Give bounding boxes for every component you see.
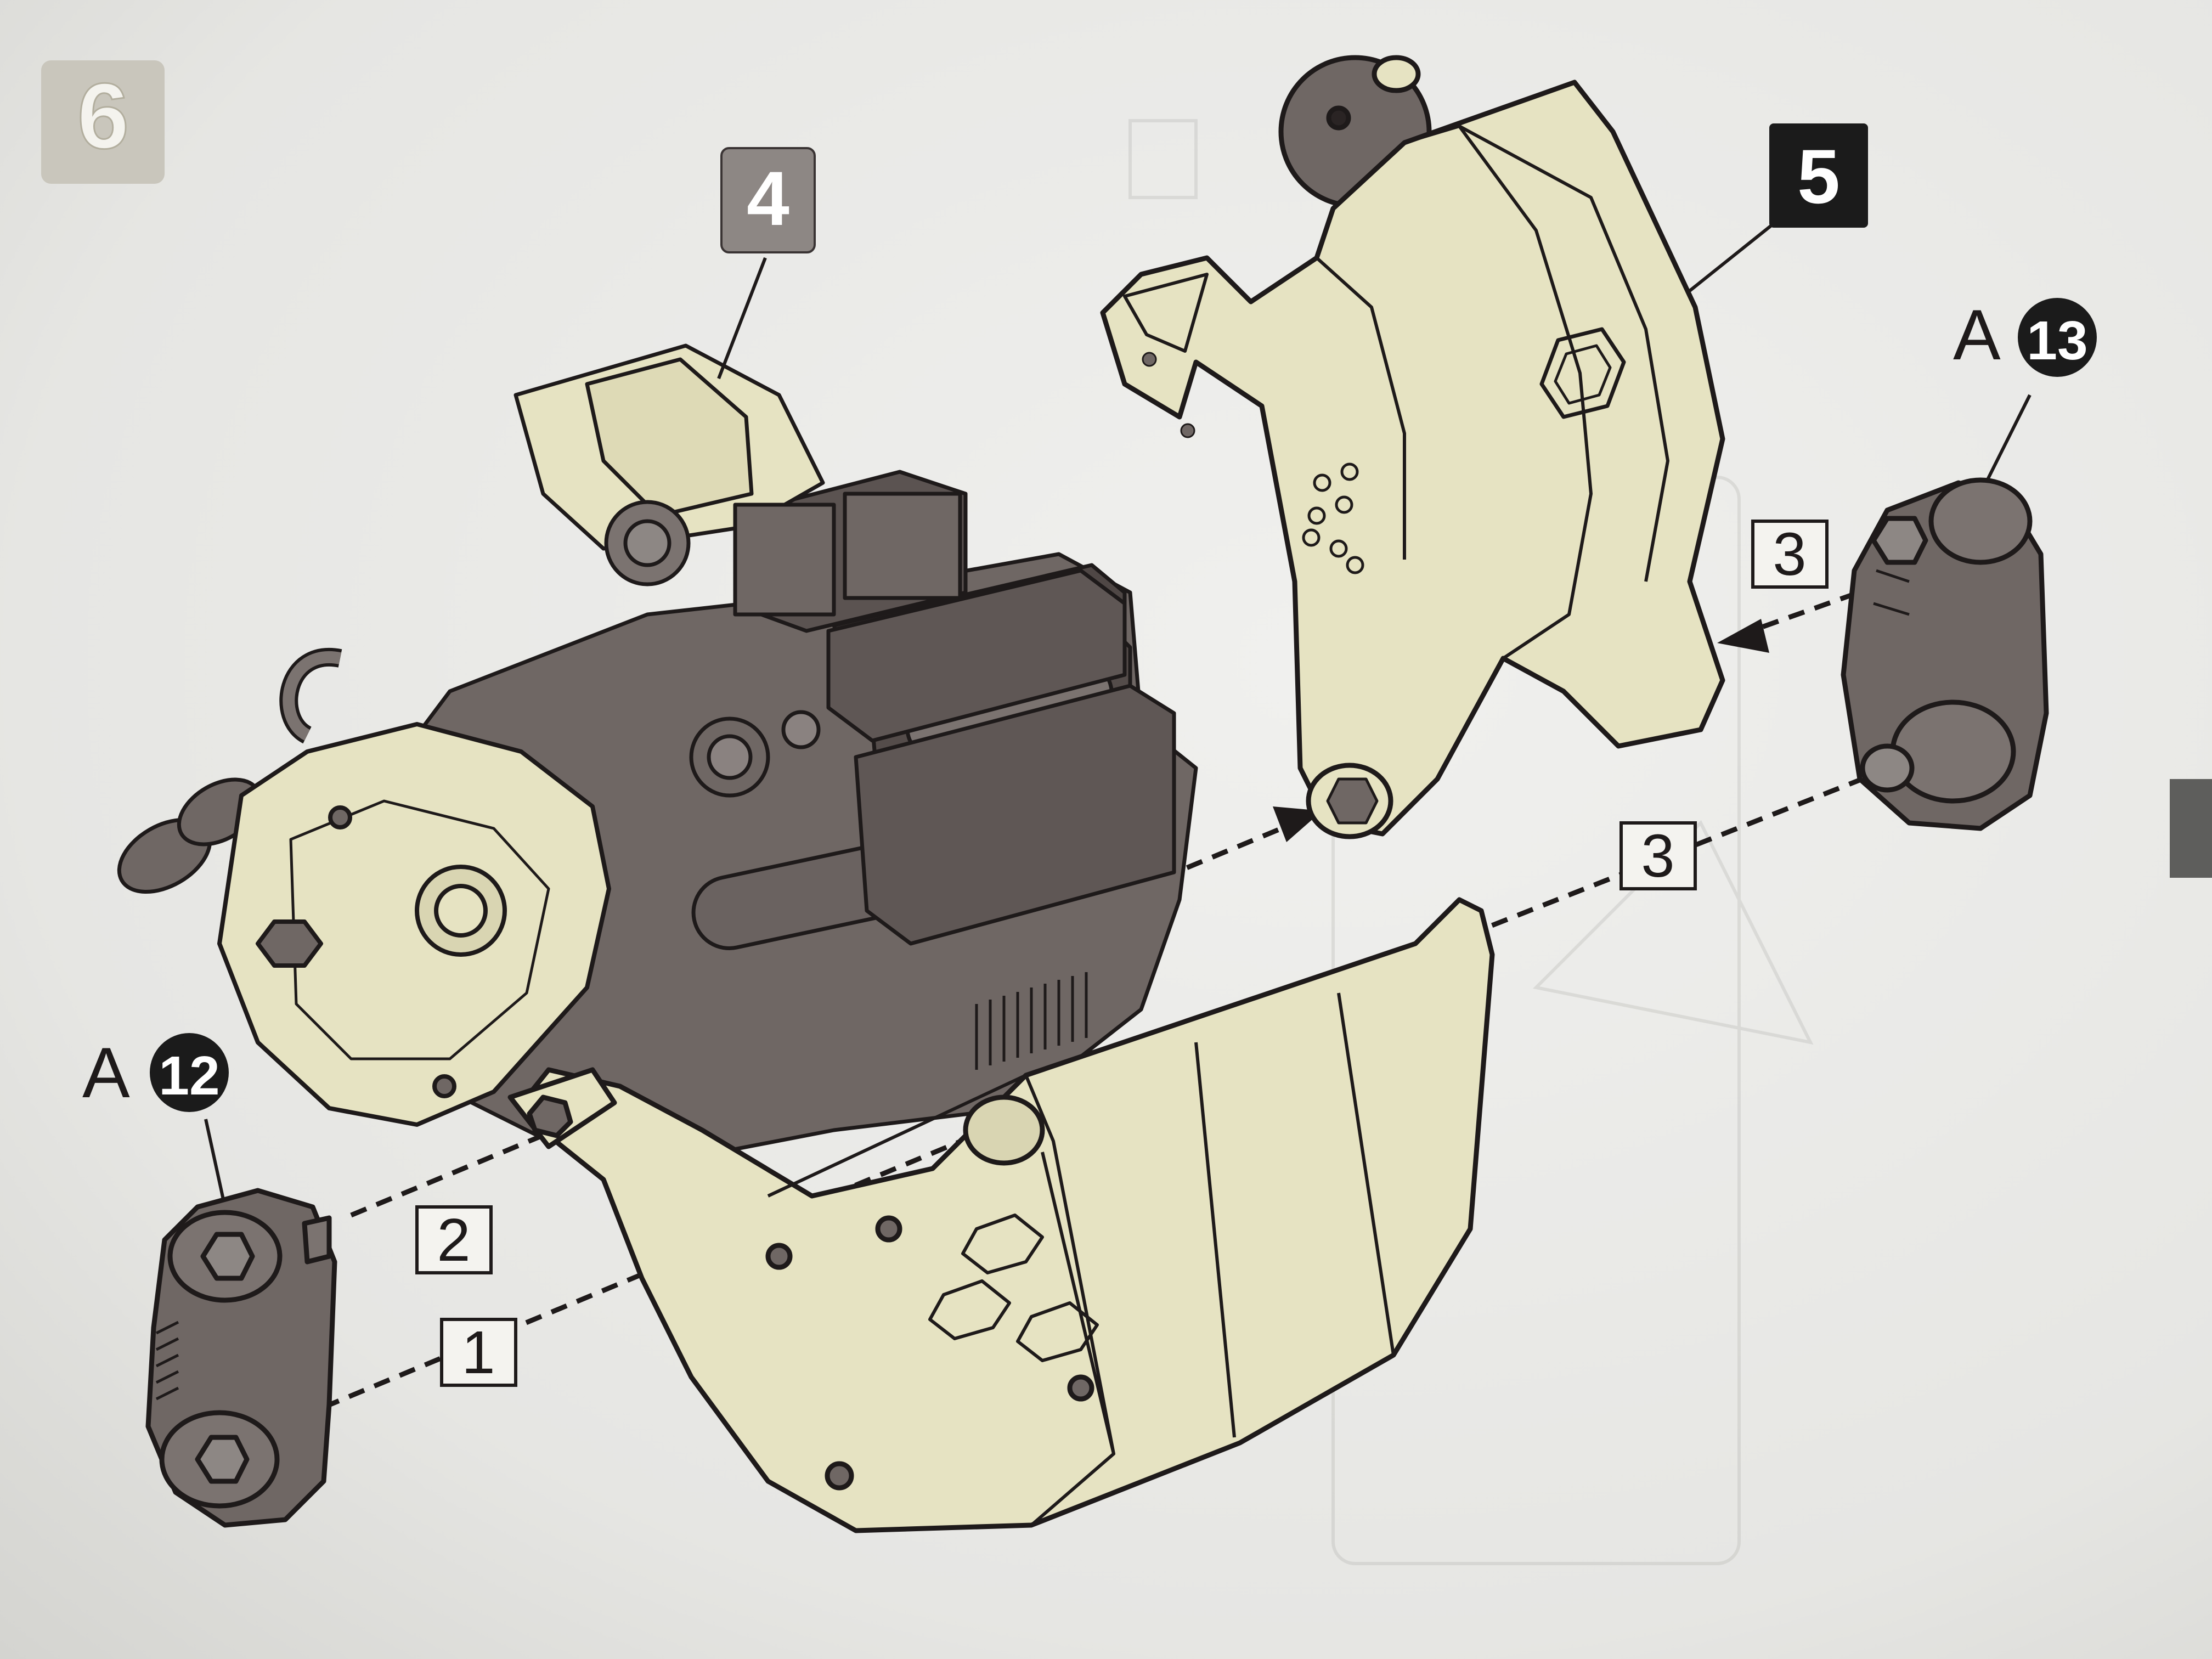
- badge-5-label: 5: [1797, 133, 1840, 219]
- sub-assembly-4-side-boxes: [826, 568, 1176, 946]
- left-side-plate: [217, 722, 611, 1127]
- order-marker-3-upper-label: 3: [1773, 521, 1806, 588]
- sub-assembly-4-top-block: [514, 343, 962, 617]
- step-badge: 6: [41, 60, 165, 184]
- step-number: 6: [77, 64, 129, 168]
- order-marker-1-label: 1: [461, 1319, 495, 1386]
- part-label-a13: A 13: [1953, 295, 2097, 377]
- order-marker-3-lower-label: 3: [1641, 822, 1674, 890]
- part-a12-number: 12: [159, 1045, 219, 1107]
- part-label-a12: A 12: [82, 1032, 229, 1113]
- order-marker-3-upper: 3: [1751, 520, 1829, 589]
- part-a12-runner: A: [82, 1032, 130, 1113]
- hex-socket-icon: [1326, 777, 1379, 825]
- part-a13-number: 13: [2027, 310, 2087, 371]
- order-marker-1: 1: [440, 1318, 517, 1387]
- part-a12: [145, 1188, 337, 1528]
- badge-sub-assembly-5: 5: [1769, 123, 1868, 228]
- part-a13-runner: A: [1953, 295, 2001, 375]
- sub-assembly-5-armor: [1100, 55, 1725, 839]
- part-a13: [1841, 477, 2049, 831]
- order-marker-2: 2: [415, 1205, 493, 1274]
- page-tab: [2170, 779, 2212, 878]
- lower-armor-plate: [507, 897, 1495, 1533]
- order-marker-2-label: 2: [437, 1206, 470, 1274]
- hex-socket-icon: [256, 919, 323, 968]
- badge-sub-assembly-4: 4: [720, 147, 816, 253]
- badge-4-label: 4: [747, 155, 789, 241]
- order-marker-3-lower: 3: [1620, 821, 1697, 890]
